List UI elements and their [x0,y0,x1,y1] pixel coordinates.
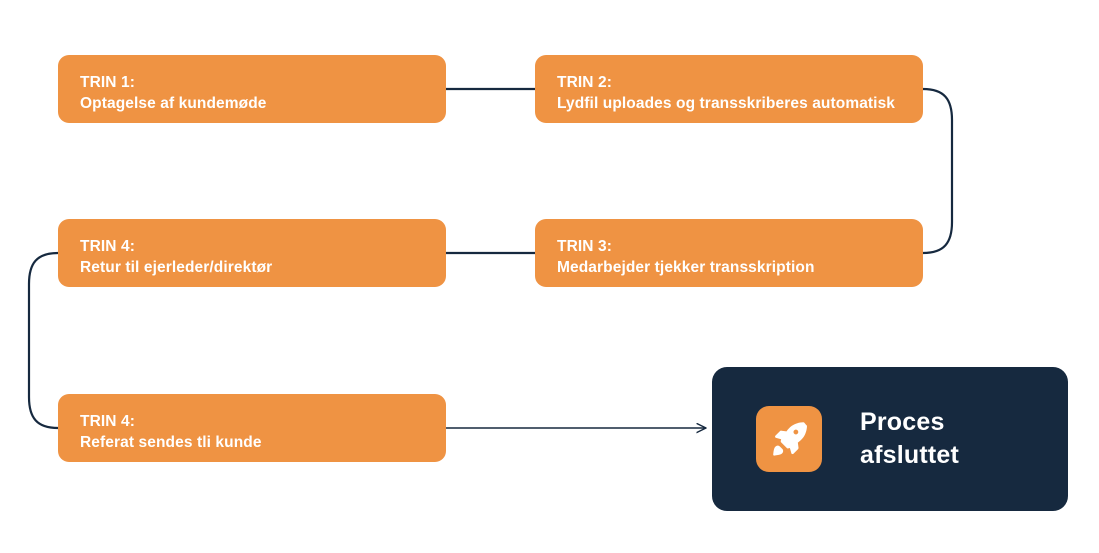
step-box-3[interactable]: TRIN 3: Medarbejder tjekker transskripti… [535,219,923,287]
rocket-icon [773,422,807,456]
step-5-title: TRIN 4: [80,413,135,430]
step-1-description: Optagelse af kundemøde [80,94,267,112]
step-1-title: TRIN 1: [80,74,135,91]
end-node-label: Proces afsluttet [860,406,959,472]
end-node-label-line1: Proces [860,408,945,436]
step-2-title: TRIN 2: [557,74,612,91]
step-4-title: TRIN 4: [80,238,135,255]
end-node[interactable]: Proces afsluttet [712,367,1068,511]
step-3-description: Medarbejder tjekker transskription [557,258,815,276]
step-5-description: Referat sendes tli kunde [80,433,262,451]
step-box-2[interactable]: TRIN 2: Lydfil uploades og transskribere… [535,55,923,123]
step-3-title: TRIN 3: [557,238,612,255]
step-2-description: Lydfil uploades og transskriberes automa… [557,94,896,112]
rocket-icon-tile [756,406,822,472]
end-node-label-line2: afsluttet [860,441,960,469]
connector-step4-step5 [27,251,60,430]
step-box-5[interactable]: TRIN 4: Referat sendes tli kunde [58,394,446,462]
connector-step2-step3 [921,87,954,255]
step-box-4[interactable]: TRIN 4: Retur til ejerleder/direktør [58,219,446,287]
step-4-description: Retur til ejerleder/direktør [80,258,273,276]
step-box-1[interactable]: TRIN 1: Optagelse af kundemøde [58,55,446,123]
